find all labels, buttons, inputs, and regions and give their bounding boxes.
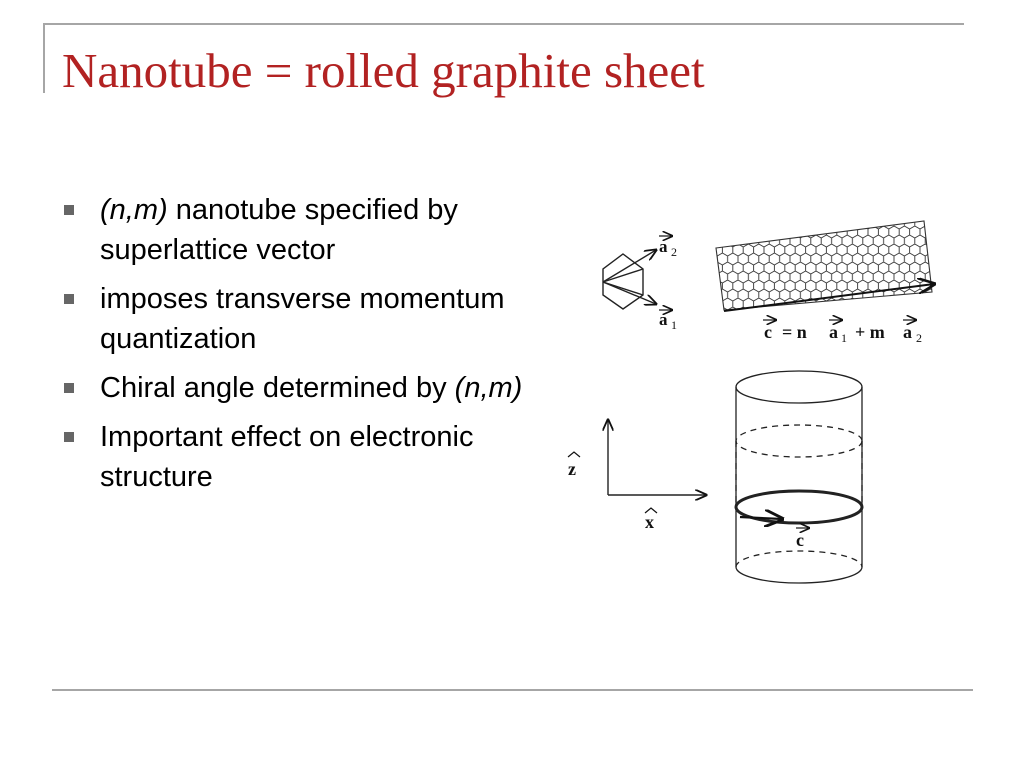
bullet-item: (n,m) nanotube specified by superlattice…	[60, 190, 530, 270]
bullet-item: Chiral angle determined by (n,m)	[60, 368, 530, 408]
left-rule	[43, 23, 45, 93]
z-axis-label: z	[567, 451, 581, 479]
vector-a2-label: a 2	[659, 236, 677, 259]
vector-a1-label: a 1	[659, 310, 677, 332]
svg-text:a: a	[829, 322, 838, 342]
chiral-vector-equation: c = n a 1 + m a 2	[763, 320, 922, 345]
nanotube-cylinder	[734, 370, 864, 584]
svg-text:= n: = n	[782, 322, 807, 342]
svg-text:2: 2	[916, 331, 922, 345]
svg-text:z: z	[568, 459, 576, 479]
bullet-text: imposes transverse momentum quantization	[100, 283, 505, 355]
bullet-text: nanotube specified by superlattice vecto…	[100, 194, 458, 266]
svg-text:a: a	[659, 237, 668, 256]
bullet-text: Chiral angle determined by	[100, 372, 455, 404]
nanotube-figure: a 2 a 1 c = n a 1 + m a 2	[556, 208, 960, 600]
svg-text:c: c	[764, 322, 772, 342]
svg-text:a: a	[659, 310, 668, 329]
square-bullet-icon	[64, 205, 74, 215]
svg-text:a: a	[903, 322, 912, 342]
nanotube-diagram: a 2 a 1 c = n a 1 + m a 2	[567, 220, 960, 584]
bullet-list: (n,m) nanotube specified by superlattice…	[60, 190, 530, 506]
svg-text:+ m: + m	[855, 322, 885, 342]
svg-text:c: c	[796, 530, 804, 550]
svg-text:1: 1	[841, 331, 847, 345]
bottom-rule	[52, 689, 973, 691]
svg-text:1: 1	[671, 318, 677, 332]
bullet-italic-text: (n,m)	[100, 194, 168, 226]
svg-text:2: 2	[671, 245, 677, 259]
tube-c-vector-label: c	[796, 528, 809, 550]
square-bullet-icon	[64, 294, 74, 304]
bullet-text: Important effect on electronic structure	[100, 421, 474, 493]
bullet-italic-text: (n,m)	[454, 372, 523, 404]
bullet-item: imposes transverse momentum quantization	[60, 279, 530, 359]
square-bullet-icon	[64, 383, 74, 393]
svg-text:x: x	[645, 512, 654, 532]
coordinate-axes	[608, 420, 706, 495]
unit-cell-hexagon	[602, 250, 656, 310]
square-bullet-icon	[64, 432, 74, 442]
graphite-sheet	[715, 220, 934, 312]
bullet-item: Important effect on electronic structure	[60, 417, 530, 497]
x-axis-label: x	[644, 507, 658, 532]
slide-title: Nanotube = rolled graphite sheet	[62, 43, 705, 98]
top-rule	[43, 23, 964, 25]
